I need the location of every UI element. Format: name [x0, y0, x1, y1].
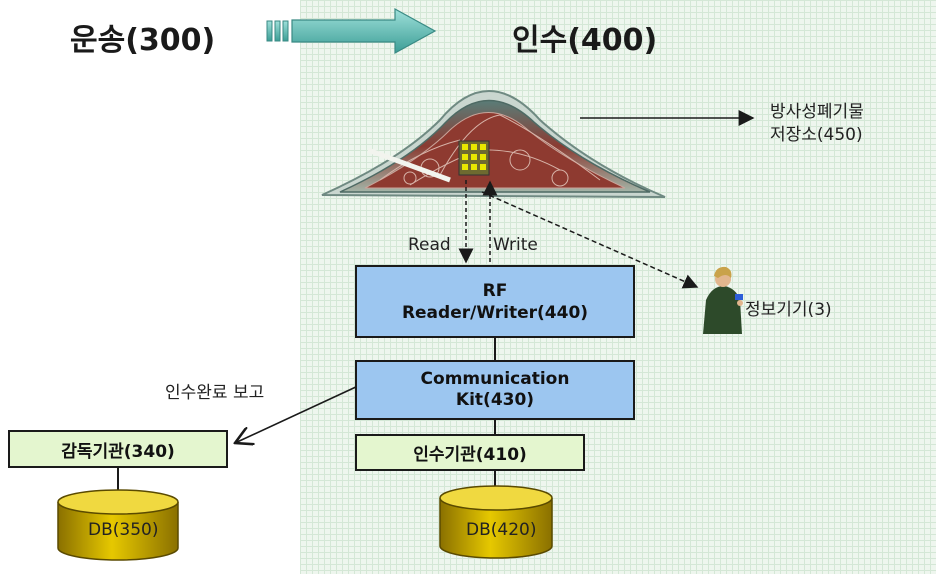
transport-arrow-icon: [266, 7, 437, 55]
waste-storage-mound-icon: [321, 90, 666, 198]
report-label: 인수완료 보고: [165, 383, 265, 403]
database-takeover-icon: [439, 485, 553, 559]
rf-reader-writer-box: RF Reader/Writer(440): [355, 265, 635, 338]
write-label: Write: [493, 235, 538, 255]
supervisor-org-box: 감독기관(340): [8, 430, 228, 468]
info-device-label: 정보기기(3): [745, 300, 832, 320]
transport-title: 운송(300): [70, 23, 216, 58]
database-supervisor-icon: [57, 489, 179, 561]
comm-box-line2: Kit(430): [455, 390, 535, 410]
rf-box-line1: RF: [482, 280, 508, 301]
person-with-device-icon: [703, 266, 743, 334]
takeover-org-label: 인수기관(410): [413, 445, 527, 465]
takeover-org-box: 인수기관(410): [355, 434, 585, 471]
storage-label-line1: 방사성폐기물: [770, 102, 864, 122]
rf-box-line2: Reader/Writer(440): [401, 302, 589, 323]
db-supervisor-label: DB(350): [88, 520, 159, 540]
comm-box-line1: Communication: [420, 369, 570, 389]
takeover-title: 인수(400): [512, 23, 658, 58]
read-label: Read: [408, 235, 451, 255]
storage-label-line2: 저장소(450): [770, 125, 863, 145]
db-takeover-label: DB(420): [466, 520, 537, 540]
communication-kit-box: Communication Kit(430): [355, 360, 635, 420]
supervisor-org-label: 감독기관(340): [61, 441, 175, 462]
